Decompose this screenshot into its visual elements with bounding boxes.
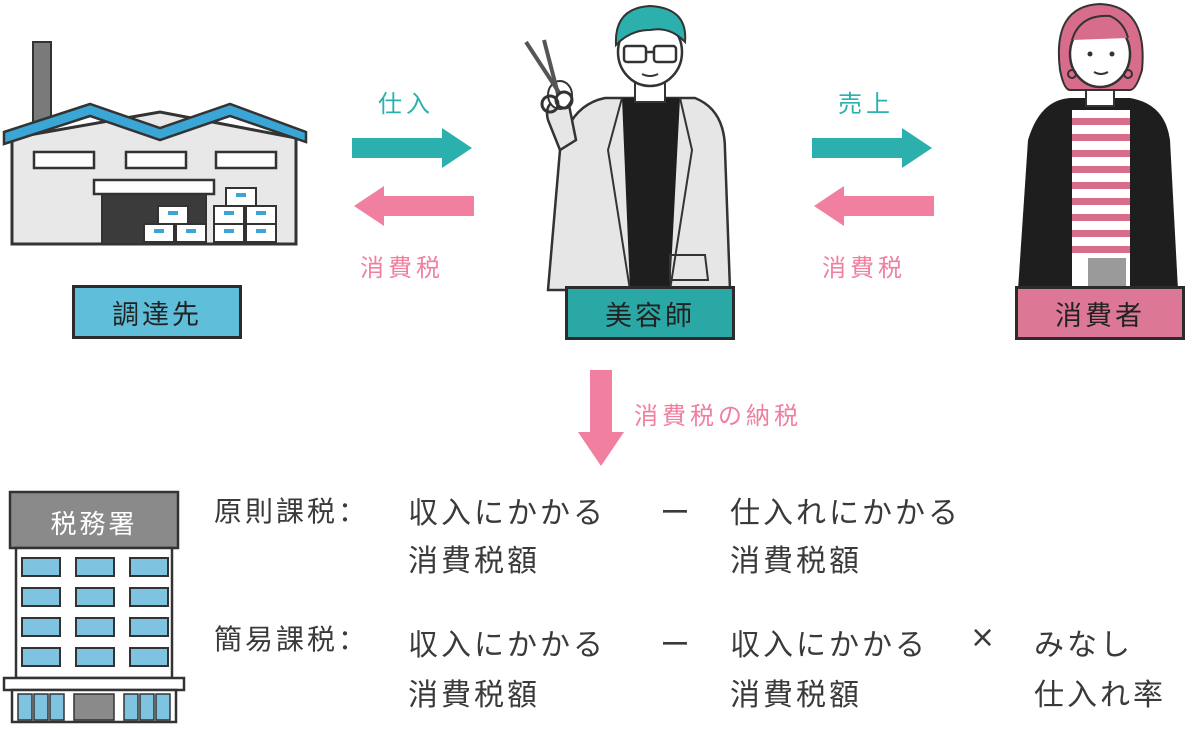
simplified-minus: ー xyxy=(660,628,693,663)
supplier-label: 調達先 xyxy=(72,285,242,339)
tax-left-label: 消費税 xyxy=(360,254,444,282)
tax-left-arrow xyxy=(354,186,474,226)
principle-tax-label: 原則課税： xyxy=(214,495,370,528)
purchase-arrow xyxy=(352,128,472,168)
simplified-term1-line1: 収入にかかる xyxy=(408,628,606,663)
principle-term2-line2: 消費税額 xyxy=(730,544,862,579)
supplier-label-text: 調達先 xyxy=(112,299,202,331)
tax-right-arrow xyxy=(814,186,934,226)
simplified-times: × xyxy=(970,620,999,655)
beautician-label-text: 美容師 xyxy=(605,300,695,332)
tax-office-label: 税務署 xyxy=(50,510,138,540)
simplified-tax-label: 簡易課税： xyxy=(214,623,370,656)
tax-right-label: 消費税 xyxy=(822,254,906,282)
tax-payment-label: 消費税の納税 xyxy=(634,402,802,430)
simplified-term3-line2: 仕入れ率 xyxy=(1034,678,1166,713)
consumer-label-text: 消費者 xyxy=(1055,300,1145,332)
principle-term1-line2: 消費税額 xyxy=(408,544,540,579)
sales-label: 売上 xyxy=(838,90,894,118)
sales-arrow xyxy=(812,128,932,168)
simplified-term1-line2: 消費税額 xyxy=(408,678,540,713)
tax-payment-arrow xyxy=(578,370,624,466)
scissors-icon xyxy=(524,39,574,114)
principle-minus: ー xyxy=(660,496,693,531)
simplified-term3-line1: みなし xyxy=(1034,628,1133,663)
tax-office-building-icon xyxy=(2,490,186,724)
factory-icon xyxy=(2,41,308,246)
consumer-icon xyxy=(1018,2,1178,290)
beautician-label: 美容師 xyxy=(565,286,735,340)
simplified-term2-line1: 収入にかかる xyxy=(730,628,928,663)
beautician-icon xyxy=(545,4,732,292)
principle-term2-line1: 仕入れにかかる xyxy=(730,496,961,531)
principle-term1-line1: 収入にかかる xyxy=(408,496,606,531)
purchase-label: 仕入 xyxy=(378,90,434,118)
consumer-label: 消費者 xyxy=(1015,286,1185,340)
simplified-term2-line2: 消費税額 xyxy=(730,678,862,713)
